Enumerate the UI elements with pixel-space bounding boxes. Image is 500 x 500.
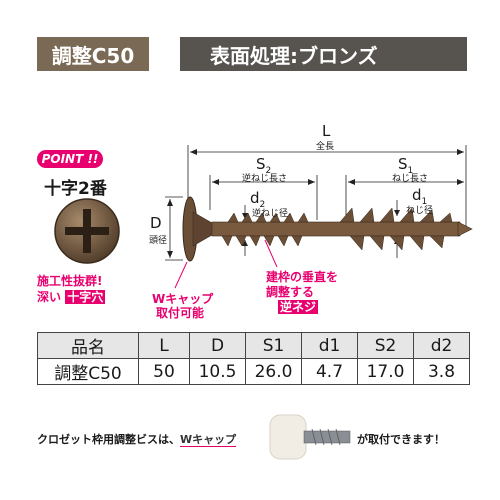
- finish-badge: 表面処理:ブロンズ: [180, 37, 467, 71]
- drive-size-label: 十字2番: [44, 179, 107, 199]
- dim-d2-idx: 2: [259, 200, 266, 210]
- dim-d1: d1: [412, 186, 427, 207]
- table-header-cell: L: [138, 332, 190, 359]
- dim-S1-letter: S: [398, 155, 408, 173]
- dim-d2-sub: 逆ねじ径: [252, 209, 289, 219]
- wcap-line2: 取付可能: [156, 306, 205, 320]
- table-header-row: 品名 L D S1 d1 S2 d2: [37, 332, 470, 359]
- feature-line2-box: 十字穴: [65, 290, 106, 304]
- footer-suffix: が取付できます！: [357, 433, 445, 446]
- wcap-line1: Wキャップ: [152, 292, 214, 306]
- feature-line1: 施工性抜群!: [37, 274, 103, 288]
- frame-box: 逆ネジ: [278, 298, 319, 315]
- dim-S2-idx: 2: [265, 166, 272, 176]
- screw-head-icon: [54, 198, 120, 264]
- dim-S2-letter: S: [256, 155, 266, 173]
- dim-S2: S2: [256, 155, 271, 176]
- table-row: 調整C50 50 10.5 26.0 4.7 17.0 3.8: [37, 358, 470, 385]
- dim-d2-letter: d: [250, 189, 260, 207]
- dim-S1-idx: 1: [407, 166, 414, 176]
- footer-text: クロゼット枠用調整ビスは、Wキャップ: [37, 431, 237, 447]
- dim-d1-letter: d: [412, 186, 422, 204]
- dim-D: D: [150, 214, 162, 232]
- table-cell: 調整C50: [37, 358, 139, 385]
- dim-D-sub: 頭径: [149, 236, 168, 246]
- table-header-cell: S1: [245, 332, 302, 359]
- dim-S1-sub: ねじ長さ: [392, 174, 429, 184]
- dim-S2-sub: 逆ねじ長さ: [242, 174, 288, 184]
- frame-box-text: 逆ネジ: [278, 300, 319, 314]
- footer-prefix: クロゼット枠用調整ビスは、: [37, 433, 180, 446]
- model-badge: 調整C50: [37, 37, 149, 71]
- feature-line2-prefix: 深い: [37, 290, 62, 304]
- spec-table: 品名 L D S1 d1 S2 d2 調整C50 50 10.5 26.0 4.…: [37, 332, 470, 385]
- table-header-cell: d2: [413, 332, 470, 359]
- table-cell: 3.8: [413, 358, 470, 385]
- table-cell: 4.7: [301, 358, 358, 385]
- dim-d2: d2: [250, 189, 265, 210]
- frame-line2: 調整する: [266, 285, 315, 299]
- table-header-cell: 品名: [37, 332, 139, 359]
- table-cell: 17.0: [357, 358, 414, 385]
- table-header-cell: D: [189, 332, 246, 359]
- dim-S1: S1: [398, 155, 413, 176]
- point-badge: POINT !!: [37, 150, 103, 168]
- table-cell: 10.5: [189, 358, 246, 385]
- table-header-cell: d1: [301, 332, 358, 359]
- table-header-cell: S2: [357, 332, 414, 359]
- frame-line1: 建枠の垂直を: [266, 270, 339, 284]
- table-cell: 26.0: [245, 358, 302, 385]
- dim-L: L: [322, 122, 331, 140]
- wcap-screw-icon: [269, 414, 351, 460]
- dim-L-sub: 全長: [316, 142, 335, 152]
- footer-wcap: Wキャップ: [180, 433, 237, 447]
- dim-d1-sub: ねじ径: [406, 206, 434, 216]
- dim-d1-idx: 1: [421, 197, 428, 207]
- feature-line2: 深い 十字穴: [37, 288, 106, 305]
- table-cell: 50: [138, 358, 190, 385]
